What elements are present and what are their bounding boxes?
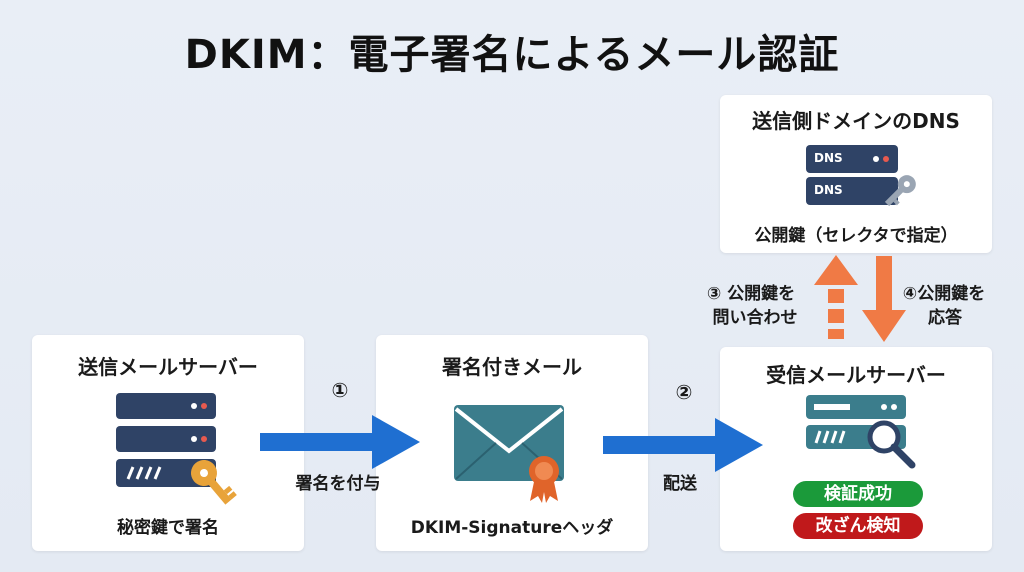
dns-title: 送信側ドメインのDNS: [752, 109, 960, 133]
server-with-magnifier-icon: [806, 395, 916, 469]
step4-label-line1: ④公開鍵を: [902, 284, 986, 304]
signed-mail-box: 署名付きメール DKIM-Signatureヘッダ: [376, 335, 648, 551]
sender-server-box: 送信メールサーバー 秘密鍵で署名: [32, 335, 304, 551]
arrow-sign: [260, 415, 420, 469]
receiver-server-box: 受信メールサーバー 検証成功 改ざん検知: [720, 347, 992, 551]
step3-label-line2: 問い合わせ: [712, 308, 798, 328]
page-title: DKIM：電子署名によるメール認証: [184, 32, 840, 78]
step4-label-line2: 応答: [928, 308, 962, 328]
sender-server-caption: 秘密鍵で署名: [117, 518, 219, 538]
signed-mail-caption: DKIM-Signatureヘッダ: [410, 518, 614, 538]
step2-number: ②: [675, 380, 693, 404]
step2-label: 配送: [663, 474, 697, 494]
arrow-respond-public-key: [862, 256, 906, 342]
arrow-query-public-key: [814, 255, 858, 339]
signed-mail-title: 署名付きメール: [442, 355, 582, 379]
dns-box: 送信側ドメインのDNS DNS DNS 公開鍵（セレクタで指定）: [720, 95, 992, 253]
verification-success-badge: 検証成功: [793, 481, 923, 507]
tamper-detected-badge: 改ざん検知: [793, 513, 923, 539]
step1-label: 署名を付与: [295, 474, 381, 494]
dns-caption: 公開鍵（セレクタで指定）: [754, 226, 958, 246]
signed-envelope-icon: [454, 405, 564, 503]
server-with-key-icon: [116, 393, 237, 505]
step3-label-line1: ③ 公開鍵を: [706, 284, 796, 304]
dns-server-with-key-icon: [806, 145, 916, 207]
dns-server-label-1: DNS: [814, 151, 843, 165]
receiver-server-title: 受信メールサーバー: [766, 363, 946, 387]
dns-server-label-2: DNS: [814, 183, 843, 197]
arrow-deliver: [603, 418, 763, 472]
step1-number: ①: [331, 378, 349, 402]
sender-server-title: 送信メールサーバー: [78, 355, 258, 379]
